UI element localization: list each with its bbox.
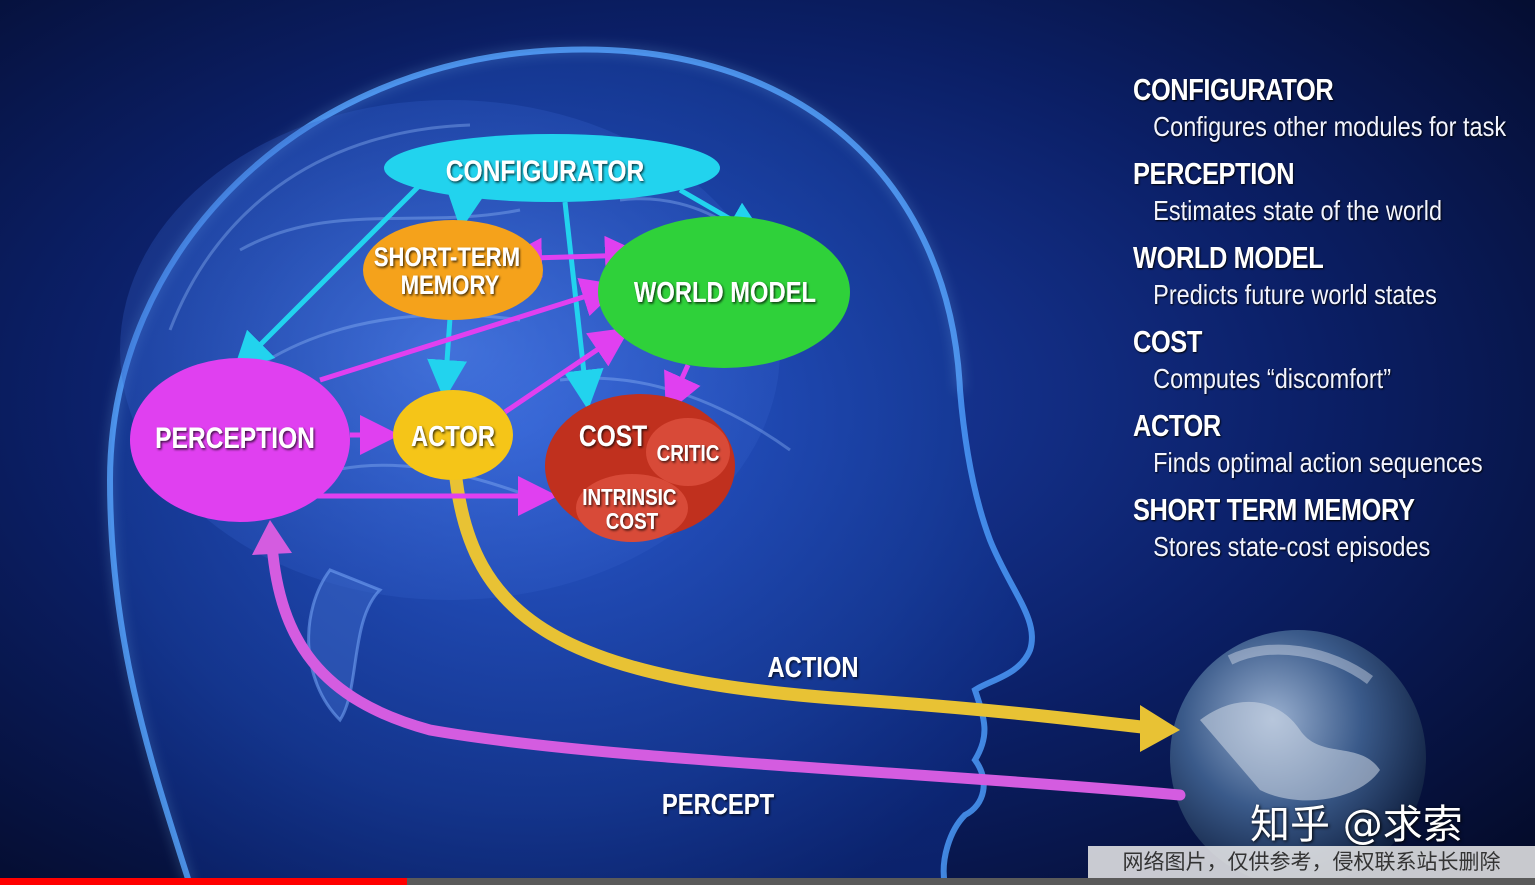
percept-label: PERCEPT	[662, 788, 774, 821]
legend-desc: Configures other modules for task	[1133, 108, 1469, 146]
legend-title: ACTOR	[1133, 408, 1461, 444]
legend-entry-world-model: WORLD MODEL Predicts future world states	[1133, 240, 1533, 314]
legend-title: CONFIGURATOR	[1133, 72, 1461, 108]
legend-desc: Finds optimal action sequences	[1133, 444, 1469, 482]
watermark-notice: 网络图片，仅供参考，侵权联系站长删除	[1088, 846, 1535, 878]
world-model-label: WORLD MODEL	[634, 276, 816, 309]
memory-label-line1: SHORT-TERM	[374, 243, 520, 273]
legend-title: PERCEPTION	[1133, 156, 1461, 192]
legend-entry-cost: COST Computes “discomfort”	[1133, 324, 1533, 398]
watermark-logo: 知乎 @求索	[1250, 792, 1463, 850]
module-world-model: WORLD MODEL	[598, 216, 850, 368]
memory-label-line2: MEMORY	[401, 271, 500, 301]
legend-entry-actor: ACTOR Finds optimal action sequences	[1133, 408, 1533, 482]
action-label: ACTION	[767, 651, 858, 684]
legend-title: WORLD MODEL	[1133, 240, 1461, 276]
legend-desc: Computes “discomfort”	[1133, 360, 1469, 398]
legend-entry-perception: PERCEPTION Estimates state of the world	[1133, 156, 1533, 230]
module-actor: ACTOR	[393, 390, 513, 480]
configurator-label: CONFIGURATOR	[446, 154, 645, 188]
legend-desc: Predicts future world states	[1133, 276, 1469, 314]
legend-title: COST	[1133, 324, 1461, 360]
module-legend: CONFIGURATOR Configures other modules fo…	[1133, 72, 1533, 576]
cost-label: COST	[579, 419, 648, 453]
video-progress-bar[interactable]	[0, 878, 1535, 885]
intrinsic-cost-line1: INTRINSIC	[582, 485, 676, 510]
module-configurator: CONFIGURATOR	[384, 134, 720, 202]
legend-desc: Estimates state of the world	[1133, 192, 1469, 230]
legend-title: SHORT TERM MEMORY	[1133, 492, 1461, 528]
intrinsic-cost-line2: COST	[606, 509, 658, 534]
module-short-term-memory: SHORT-TERM MEMORY	[363, 220, 543, 320]
video-progress-fill	[0, 878, 407, 885]
actor-label: ACTOR	[411, 420, 495, 453]
critic-label: CRITIC	[657, 441, 720, 466]
legend-entry-configurator: CONFIGURATOR Configures other modules fo…	[1133, 72, 1533, 146]
legend-desc: Stores state-cost episodes	[1133, 528, 1469, 566]
legend-entry-short-term-memory: SHORT TERM MEMORY Stores state-cost epis…	[1133, 492, 1533, 566]
perception-label: PERCEPTION	[155, 421, 315, 455]
module-perception: PERCEPTION	[130, 358, 350, 522]
